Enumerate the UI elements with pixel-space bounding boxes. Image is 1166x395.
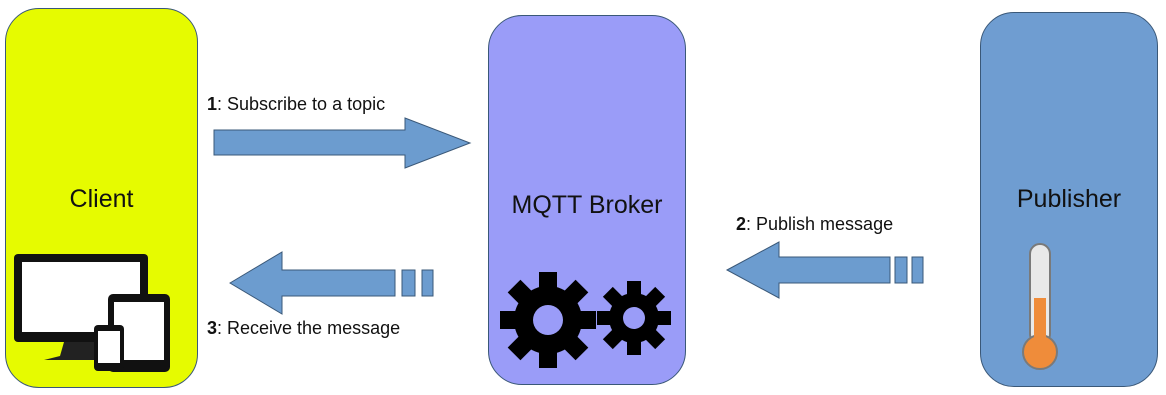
devices-icon — [14, 254, 170, 372]
step-1-label: 1: Subscribe to a topic — [207, 94, 385, 115]
publisher-label: Publisher — [1016, 185, 1122, 213]
step-3-number: 3 — [207, 318, 218, 338]
step-2-number: 2 — [736, 214, 747, 234]
broker-label: MQTT Broker — [511, 191, 663, 219]
client-label: Client — [69, 185, 134, 213]
step-3-text: : Receive the message — [217, 318, 401, 338]
gears-icon — [500, 272, 671, 368]
step-1-text: : Subscribe to a topic — [217, 94, 386, 114]
step-3-label: 3: Receive the message — [207, 318, 400, 339]
publish-arrow — [725, 241, 924, 299]
publisher-box: Publisher — [980, 12, 1158, 387]
subscribe-arrow — [213, 117, 472, 169]
step-1-number: 1 — [207, 94, 218, 114]
thermometer-icon — [1022, 243, 1058, 370]
step-2-label: 2: Publish message — [736, 214, 893, 235]
step-2-text: : Publish message — [746, 214, 894, 234]
receive-arrow — [229, 251, 434, 315]
